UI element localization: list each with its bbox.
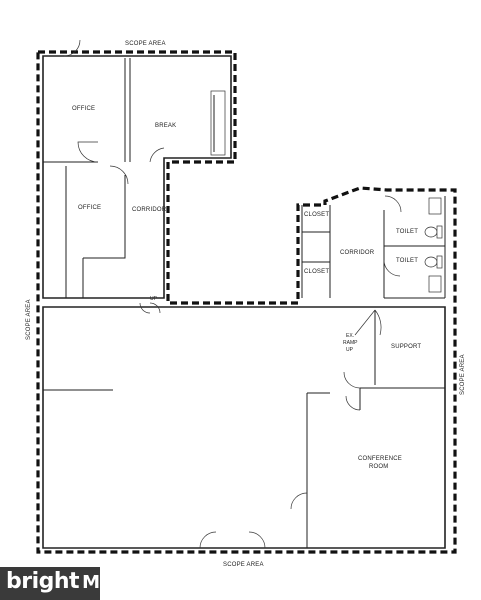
label-break: BREAK (155, 123, 176, 129)
watermark-brand: bright (6, 569, 80, 594)
watermark-suffix: MLS (82, 572, 123, 593)
label-closet-2: CLOSET (304, 269, 329, 275)
label-corridor-right: CORRIDOR (340, 250, 375, 256)
interior-walls (42, 55, 446, 549)
label-scope-left: SCOPE AREA (26, 299, 32, 340)
label-scope-bottom: SCOPE AREA (223, 562, 264, 568)
label-toilet-1: TOILET (396, 229, 418, 235)
doors (63, 39, 402, 549)
label-conference-1: CONFERENCE (358, 456, 402, 462)
scope-boundary (36, 50, 457, 554)
label-scope-top: SCOPE AREA (125, 41, 166, 47)
label-office-2: OFFICE (78, 205, 101, 211)
label-support: SUPPORT (391, 344, 421, 350)
label-ex-ramp-1: EX. (346, 333, 354, 339)
toilet-fixtures (424, 197, 443, 293)
label-toilet-2: TOILET (396, 258, 418, 264)
label-closet-1: CLOSET (304, 212, 329, 218)
watermark-background (0, 567, 100, 600)
label-ex-ramp-2: RAMP (343, 340, 358, 346)
label-up: UP (150, 296, 158, 302)
label-conference-2: ROOM (369, 464, 388, 470)
room-labels: SCOPE AREA SCOPE AREA SCOPE AREA SCOPE A… (26, 41, 466, 568)
label-corridor-left: CORRIDOR (132, 207, 167, 213)
label-office-1: OFFICE (72, 106, 95, 112)
label-ex-ramp-3: UP (346, 347, 354, 353)
label-scope-right: SCOPE AREA (460, 354, 466, 395)
